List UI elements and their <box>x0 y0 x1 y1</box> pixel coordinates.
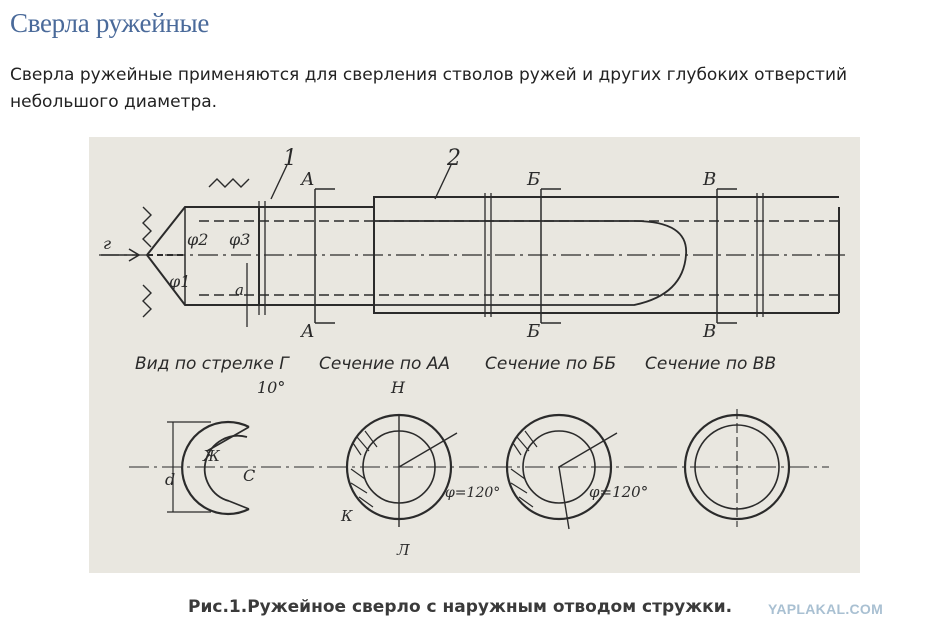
section-vv <box>683 409 791 527</box>
label-phi1: φ1 <box>169 272 190 291</box>
label-section-v-top: В <box>702 169 716 190</box>
label-angle-120-2: φ=120° <box>589 483 648 501</box>
technical-drawing: 1 2 г А А Б Б В В φ2 φ3 φ1 a Вид по стре… <box>89 137 860 573</box>
gun-drill-drawing: 1 2 г А А Б Б В В φ2 φ3 φ1 a Вид по стре… <box>99 146 849 559</box>
watermark: YAPLAKAL.COM <box>768 601 884 617</box>
label-dim-c: C <box>243 466 255 485</box>
intro-paragraph: Сверла ружейные применяются для сверлени… <box>10 65 848 112</box>
label-section-b-top: Б <box>526 169 540 190</box>
label-phi3: φ3 <box>229 230 250 249</box>
section-bb <box>505 413 618 530</box>
label-section-a-top: А <box>299 169 315 190</box>
label-dim-h: H <box>390 378 406 397</box>
label-dim-a: a <box>235 281 244 299</box>
view-g-section <box>167 420 250 516</box>
drill-body-bottom <box>259 304 839 314</box>
label-dim-zh: Ж <box>202 447 221 465</box>
view-caption-2: Сечение по АА <box>319 354 450 374</box>
view-caption-3: Сечение по ББ <box>485 354 616 374</box>
label-part-1: 1 <box>283 146 297 171</box>
page-title: Сверла ружейные <box>10 8 210 38</box>
view-caption-4: Сечение по ВВ <box>645 354 776 374</box>
label-dim-k: К <box>340 507 353 525</box>
section-aa <box>345 413 458 527</box>
label-part-2: 2 <box>446 146 461 171</box>
label-section-a-bottom: А <box>299 321 315 342</box>
label-section-v-bottom: В <box>702 321 716 342</box>
label-dim-d: d <box>165 470 175 489</box>
label-angle-10: 10° <box>257 378 285 397</box>
label-phi2: φ2 <box>187 230 208 249</box>
figure-caption: Рис.1.Ружейное сверло с наружным отводом… <box>188 597 733 617</box>
label-angle-120-1: φ=120° <box>445 485 500 501</box>
label-dim-l: Л <box>396 541 410 559</box>
label-arrow-g: г <box>103 234 111 253</box>
drill-body-top <box>259 196 839 208</box>
label-section-b-bottom: Б <box>526 321 540 342</box>
view-caption-1: Вид по стрелке Г <box>135 354 290 374</box>
